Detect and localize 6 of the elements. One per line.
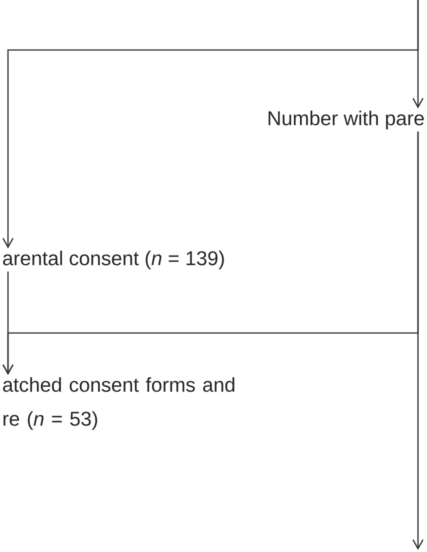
flow-text: arental consent (n = 139): [3, 250, 224, 270]
flow-text: Number with pare: [268, 110, 424, 130]
flow-text: atched consent forms and re (n = 53): [3, 377, 234, 430]
arrow: [2, 272, 14, 375]
arrow: [412, 132, 424, 550]
arrow: [2, 0, 419, 248]
